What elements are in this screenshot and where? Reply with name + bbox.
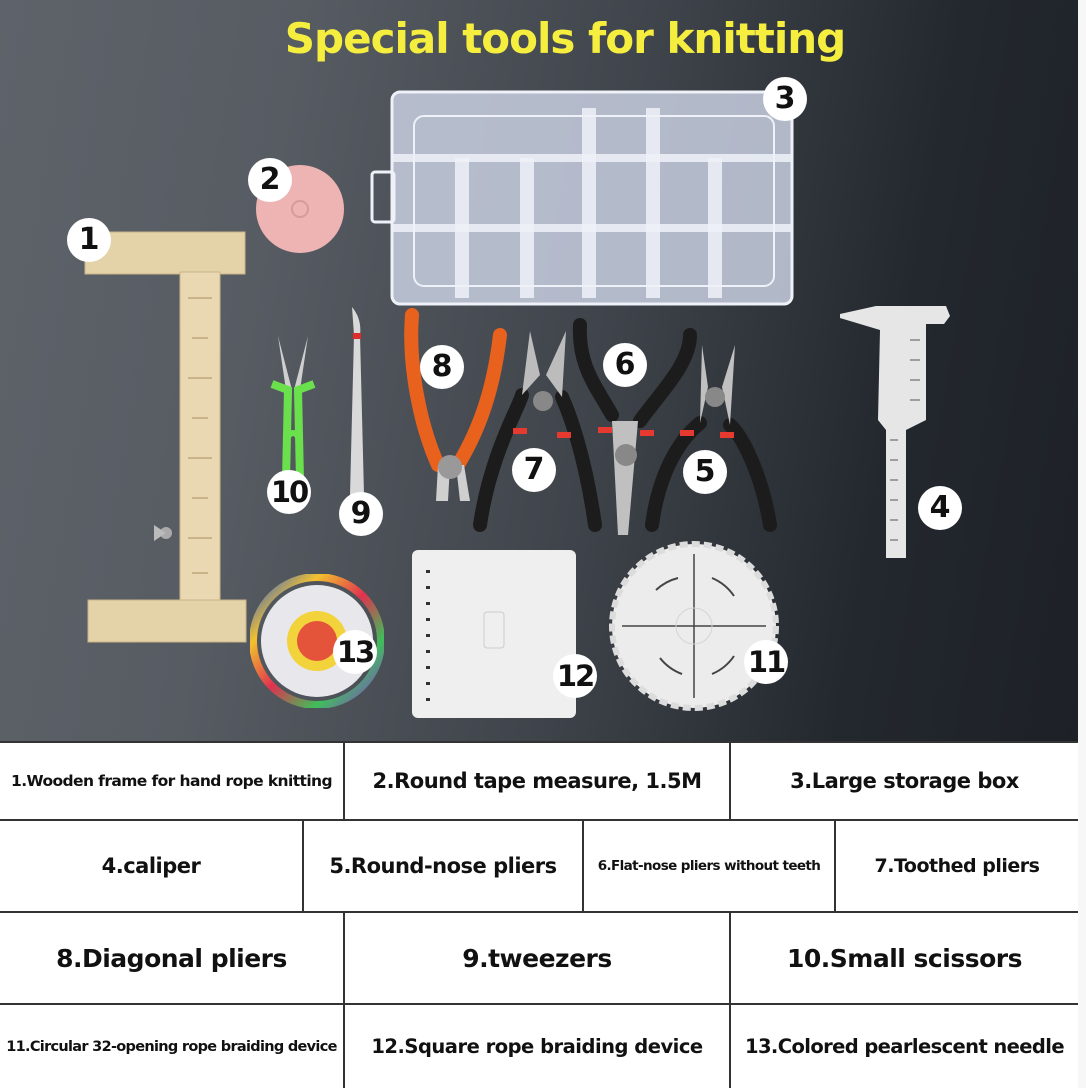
legend-item-12: 12.Square rope braiding device: [343, 1005, 729, 1088]
small-scissors-icon: [270, 336, 316, 481]
legend-item-10: 10.Small scissors: [729, 913, 1078, 1003]
badge-13: 13: [333, 630, 377, 674]
legend-item-3: 3.Large storage box: [729, 743, 1078, 819]
square-braiding-plate-icon: [412, 550, 576, 718]
badge-3: 3: [763, 77, 807, 121]
legend-row-4: 11.Circular 32-opening rope braiding dev…: [0, 1005, 1078, 1088]
badge-11: 11: [744, 640, 788, 684]
badge-5: 5: [683, 450, 727, 494]
tweezers-icon: [350, 307, 364, 495]
page-title: Special tools for knitting: [284, 14, 846, 63]
badge-4: 4: [918, 486, 962, 530]
legend-row-3: 8.Diagonal pliers 9.tweezers 10.Small sc…: [0, 913, 1078, 1005]
pliers-group-icon: [404, 308, 777, 535]
legend-item-5: 5.Round-nose pliers: [302, 821, 582, 911]
legend-row-2: 4.caliper 5.Round-nose pliers 6.Flat-nos…: [0, 821, 1078, 913]
circular-braiding-disc-icon: [609, 541, 779, 711]
right-margin: [1078, 0, 1086, 1088]
legend-item-7: 7.Toothed pliers: [834, 821, 1078, 911]
legend-item-13: 13.Colored pearlescent needle: [729, 1005, 1078, 1088]
legend-item-9: 9.tweezers: [343, 913, 729, 1003]
badge-6: 6: [603, 343, 647, 387]
badge-12: 12: [553, 654, 597, 698]
badge-1: 1: [67, 218, 111, 262]
legend-item-2: 2.Round tape measure, 1.5M: [343, 743, 729, 819]
badge-7: 7: [512, 448, 556, 492]
legend-row-1: 1.Wooden frame for hand rope knitting 2.…: [0, 741, 1078, 821]
legend-item-8: 8.Diagonal pliers: [56, 943, 287, 973]
legend-item-4: 4.caliper: [101, 854, 201, 878]
badge-10: 10: [267, 470, 311, 514]
badge-8: 8: [420, 345, 464, 389]
caliper-icon: [840, 306, 950, 558]
legend-item-6: 6.Flat-nose pliers without teeth: [582, 821, 834, 911]
legend-item-1: 1.Wooden frame for hand rope knitting: [11, 772, 333, 790]
storage-box-icon: [370, 90, 794, 306]
product-photo: Special tools for knitting 1 2: [0, 0, 1078, 741]
badge-9: 9: [339, 492, 383, 536]
badge-2: 2: [248, 158, 292, 202]
wooden-frame-icon: [84, 231, 247, 643]
legend-table: 1.Wooden frame for hand rope knitting 2.…: [0, 741, 1078, 1088]
legend-item-11: 11.Circular 32-opening rope braiding dev…: [6, 1038, 337, 1055]
